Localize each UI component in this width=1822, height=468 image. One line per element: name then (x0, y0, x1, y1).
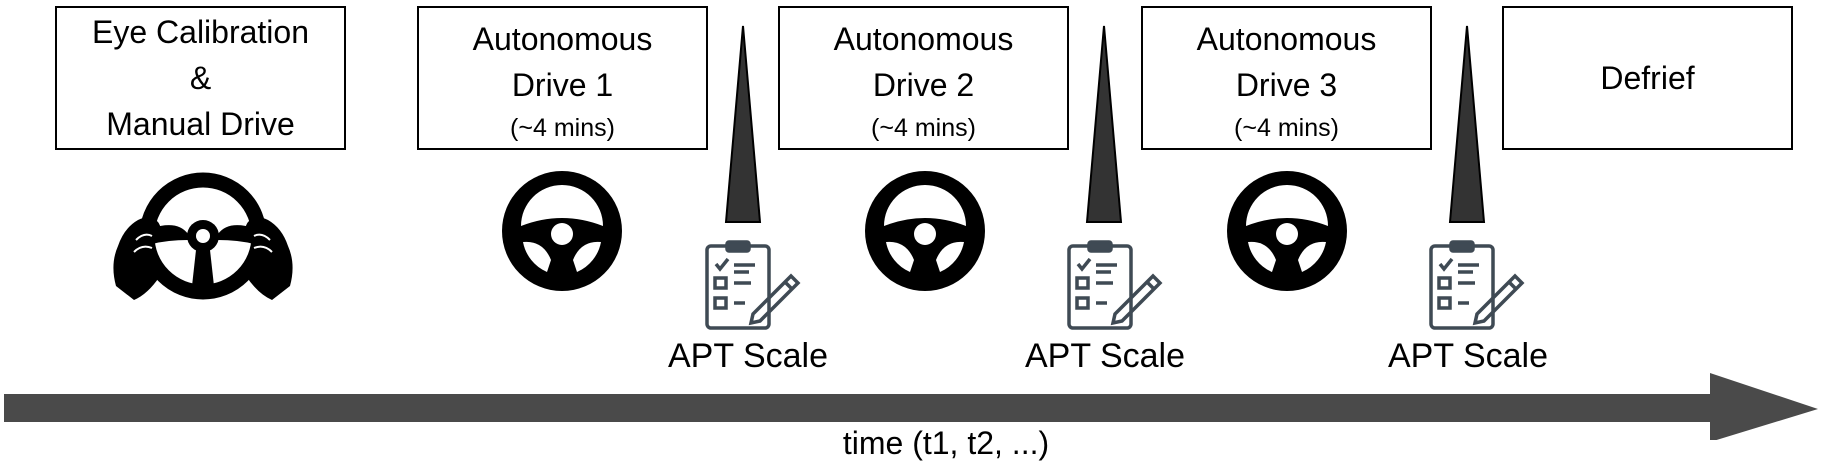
stage-duration: (~4 mins) (510, 114, 615, 142)
stage-box-calibration: Eye Calibration & Manual Drive (55, 6, 346, 150)
timeline-arrow (4, 373, 1818, 440)
apt-scale-label: APT Scale (667, 337, 828, 375)
triangle-marker-icon (1085, 25, 1123, 223)
checklist-icon (705, 240, 801, 330)
triangle-marker-icon (724, 25, 762, 223)
checklist-icon (1429, 240, 1525, 330)
stage-box-drive-2: Autonomous Drive 2 (~4 mins) (778, 6, 1069, 150)
stage-box-defrief: Defrief (1502, 6, 1793, 150)
apt-scale-label: APT Scale (1024, 337, 1185, 375)
stage-box-drive-1: Autonomous Drive 1 (~4 mins) (417, 6, 708, 150)
stage-title-line: Manual Drive (106, 106, 295, 142)
hands-on-wheel-icon (113, 172, 293, 300)
stage-title-line: Drive 2 (872, 67, 975, 103)
stage-title-line: Eye Calibration (92, 14, 309, 50)
stage-title-line: Autonomous (833, 21, 1014, 57)
triangle-marker-icon (1448, 25, 1486, 223)
stage-title-line: Defrief (1600, 60, 1695, 96)
stage-duration: (~4 mins) (871, 114, 976, 142)
stage-duration: (~4 mins) (1234, 114, 1339, 142)
steering-wheel-icon (502, 171, 622, 291)
steering-wheel-icon (865, 171, 985, 291)
stage-title-line: Autonomous (472, 21, 653, 57)
stage-title-line: Drive 3 (1235, 67, 1338, 103)
stage-title-line: & (189, 60, 212, 96)
timeline-label: time (t1, t2, ...) (842, 425, 1050, 461)
steering-wheel-icon (1227, 171, 1347, 291)
stage-box-drive-3: Autonomous Drive 3 (~4 mins) (1141, 6, 1432, 150)
checklist-icon (1067, 240, 1163, 330)
stage-title-line: Drive 1 (511, 67, 614, 103)
apt-scale-label: APT Scale (1387, 337, 1548, 375)
stage-title-line: Autonomous (1196, 21, 1377, 57)
